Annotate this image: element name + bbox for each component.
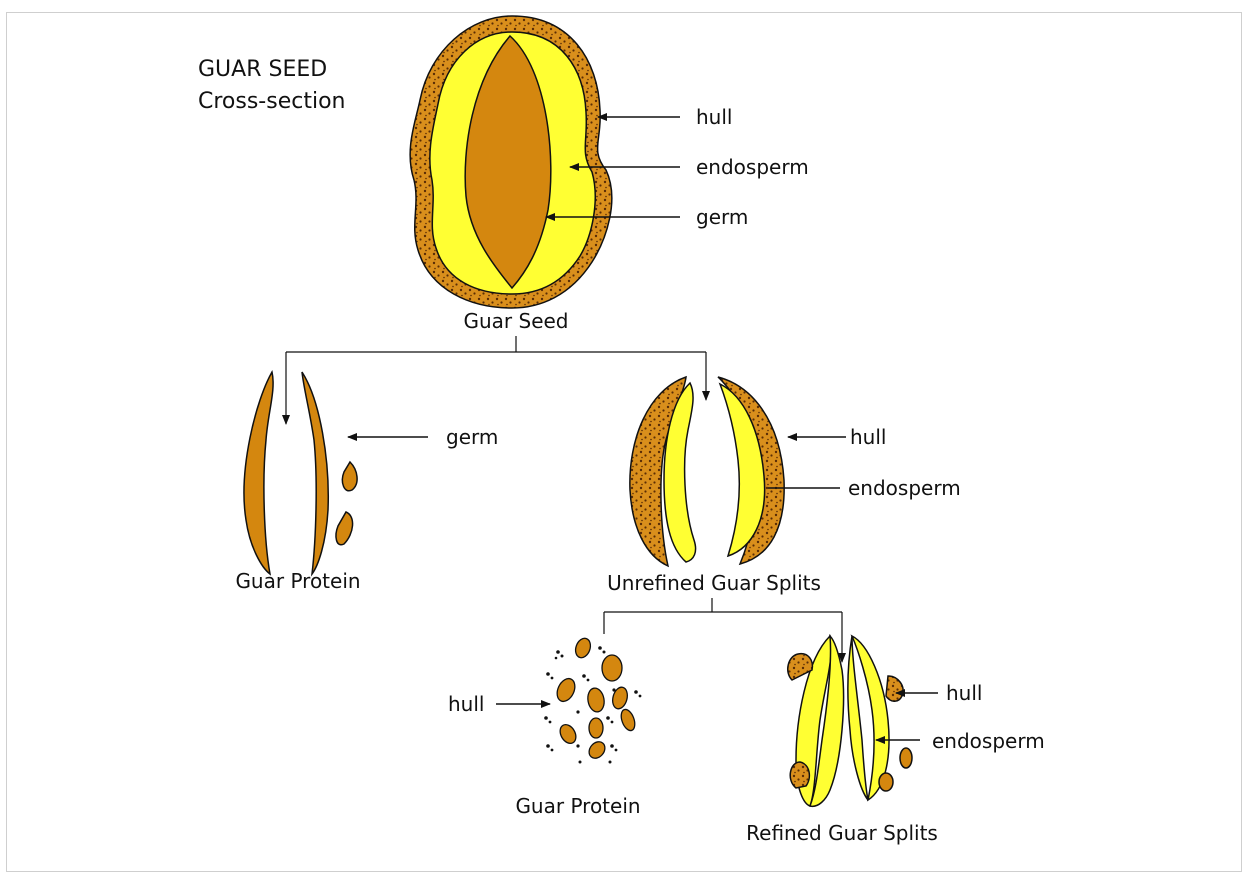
seed-germ-label: germ <box>696 205 748 229</box>
unrefined-splits-illustration <box>630 377 784 566</box>
seed-branch-connector <box>286 336 706 424</box>
guar-seed-caption: Guar Seed <box>463 309 568 333</box>
refined-hull-label: hull <box>946 681 982 705</box>
refined-endosperm-label: endosperm <box>932 729 1045 753</box>
germ-pieces-illustration <box>244 372 357 574</box>
splits-branch-connector <box>604 598 842 662</box>
refined-splits-caption: Refined Guar Splits <box>746 821 938 845</box>
unrefined-hull-label: hull <box>850 425 886 449</box>
title-line-2: Cross-section <box>198 89 345 114</box>
protein-pieces-illustration <box>554 636 638 761</box>
seed-hull-label: hull <box>696 105 732 129</box>
seed-endosperm-label: endosperm <box>696 155 809 179</box>
guar-seed-illustration <box>410 16 612 308</box>
left-germ-label: germ <box>446 425 498 449</box>
protein-hull-label: hull <box>448 692 484 716</box>
refined-splits-illustration <box>788 636 912 806</box>
left-guar-protein-caption: Guar Protein <box>235 569 360 593</box>
unrefined-splits-caption: Unrefined Guar Splits <box>607 571 821 595</box>
unrefined-endosperm-label: endosperm <box>848 476 961 500</box>
title-line-1: GUAR SEED <box>198 57 327 82</box>
bottom-guar-protein-caption: Guar Protein <box>515 794 640 818</box>
